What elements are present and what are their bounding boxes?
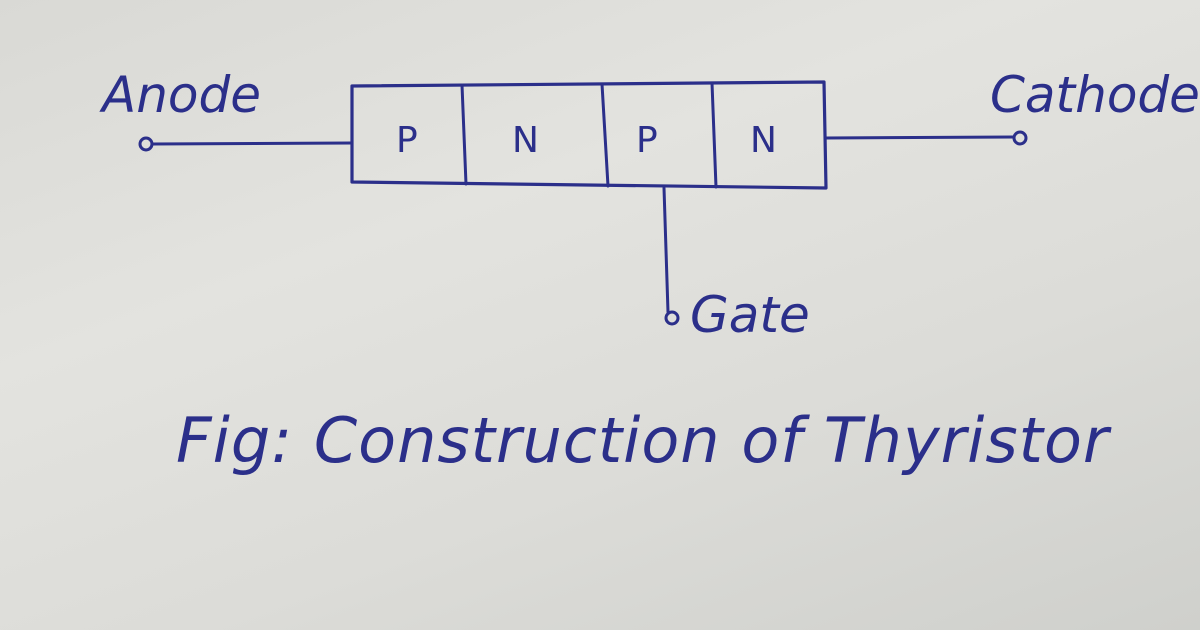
gate-terminal — [664, 310, 680, 326]
layer-divider-1 — [460, 83, 468, 186]
anode-lead — [150, 141, 354, 146]
gate-lead — [662, 186, 670, 314]
layer-2-label: N — [512, 120, 539, 161]
anode-terminal — [138, 136, 154, 152]
anode-label: Anode — [99, 66, 261, 124]
gate-label: Gate — [690, 286, 810, 344]
cathode-label: Cathode — [990, 66, 1200, 124]
cathode-lead — [824, 135, 1016, 140]
layer-3-label: P — [636, 120, 658, 161]
layer-4-label: N — [750, 120, 777, 161]
layer-divider-2 — [600, 82, 610, 188]
cathode-terminal — [1012, 130, 1028, 146]
layer-divider-3 — [710, 81, 718, 189]
figure-caption: Fig: Construction of Thyristor — [176, 404, 1112, 477]
pnpn-body-outline — [350, 80, 828, 190]
layer-1-label: P — [396, 120, 418, 161]
